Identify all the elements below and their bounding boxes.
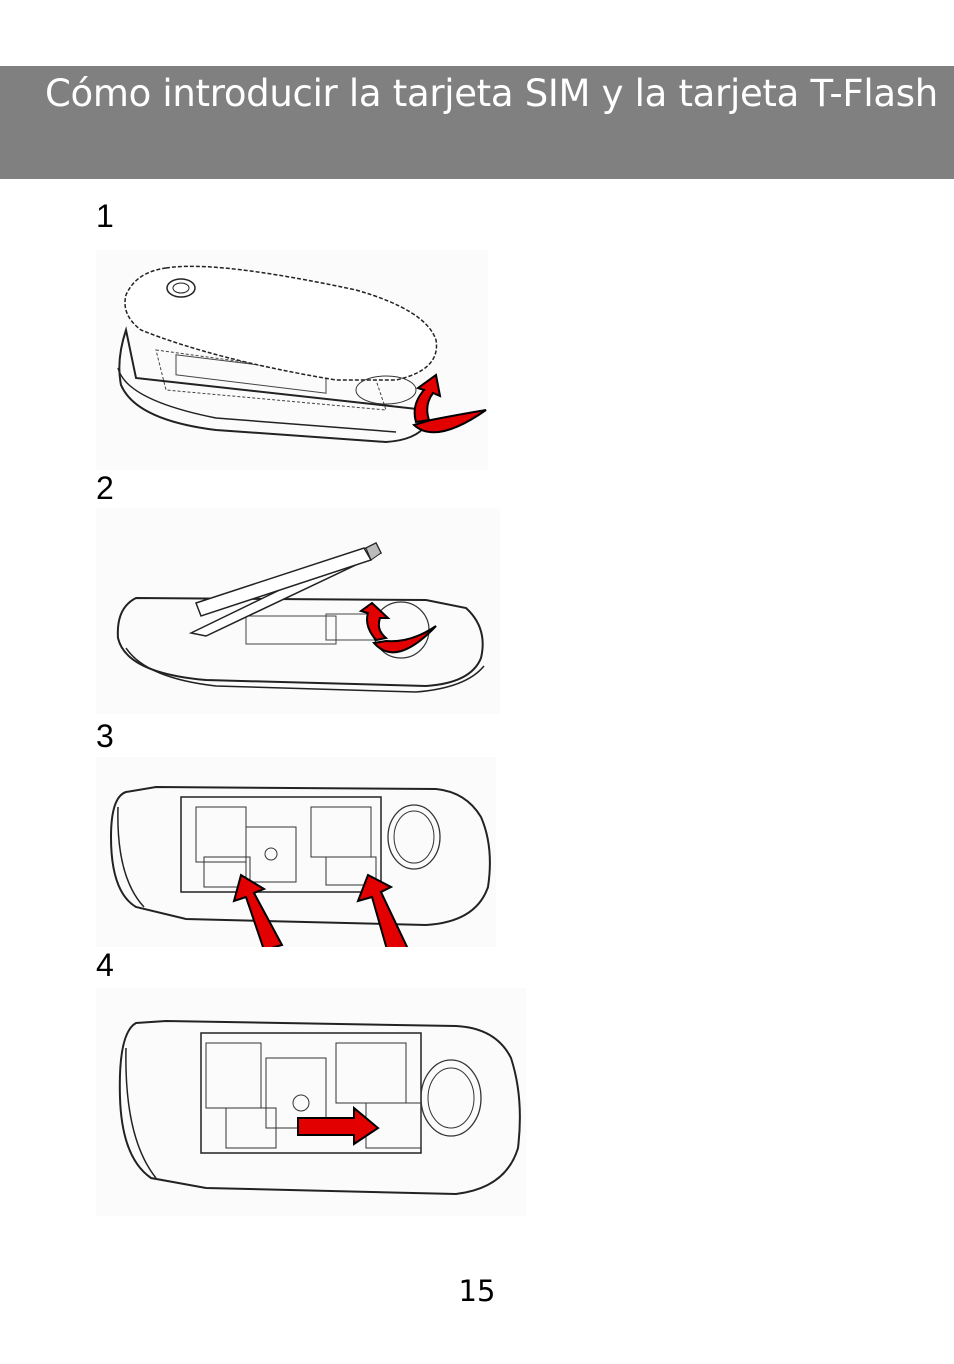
page-title: Cómo introducir la tarjeta SIM y la tarj… (45, 72, 938, 115)
step-1-illustration (96, 250, 488, 470)
step-1-number: 1 (96, 198, 114, 234)
lift-arrow-icon (412, 409, 487, 434)
step-2-number: 2 (96, 470, 114, 506)
section-header: Cómo introducir la tarjeta SIM y la tarj… (0, 66, 954, 179)
phone-back-cover-diagram (117, 265, 487, 444)
page-number: 15 (458, 1274, 496, 1308)
step-4-illustration (96, 988, 526, 1216)
insert-arrow-icon (356, 873, 409, 947)
slide-right-arrow-icon (297, 1105, 380, 1146)
step-2-illustration (96, 508, 500, 714)
phone-sim-slots-diagram (109, 785, 491, 947)
phone-tflash-slot-diagram (118, 1019, 521, 1196)
insert-arrow-icon (232, 873, 284, 947)
step-3-illustration (96, 757, 496, 947)
phone-battery-diagram (116, 541, 485, 693)
lift-arrow-icon (372, 625, 437, 654)
step-3-number: 3 (96, 718, 114, 754)
step-4-number: 4 (96, 947, 114, 983)
